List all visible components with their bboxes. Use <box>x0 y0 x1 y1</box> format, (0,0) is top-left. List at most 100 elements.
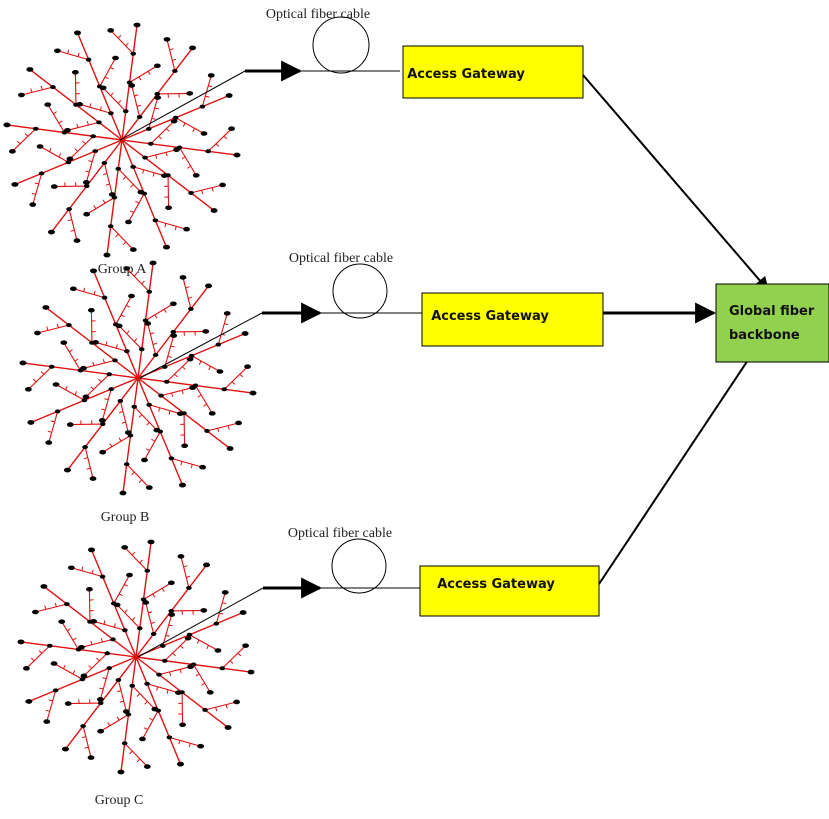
tree-sub-branch <box>181 556 189 587</box>
tree-sub-branch <box>134 407 157 430</box>
tree-tick <box>100 106 101 110</box>
tree-tick <box>134 338 137 341</box>
group-a-cluster <box>3 23 240 258</box>
tree-tick <box>68 220 72 221</box>
node <box>98 701 104 705</box>
tree-tick <box>139 480 142 483</box>
node <box>164 37 171 42</box>
node <box>106 666 112 670</box>
node <box>207 690 214 695</box>
node <box>219 183 226 188</box>
end-node <box>250 391 257 396</box>
tree-tick <box>209 366 211 370</box>
tree-sub-branch <box>83 726 91 757</box>
tree-sub-branch <box>127 464 150 487</box>
node <box>170 330 176 334</box>
tree-tick <box>87 468 91 469</box>
tree-sub-branch <box>168 175 169 207</box>
node <box>131 405 137 409</box>
node <box>146 127 152 131</box>
node <box>108 111 114 115</box>
node <box>125 430 132 435</box>
tree-tick <box>98 379 101 382</box>
tree-tick <box>157 687 158 691</box>
group-c-cluster <box>17 540 254 775</box>
tree-sub-branch <box>132 85 140 116</box>
node <box>244 364 251 369</box>
end-node <box>74 30 81 35</box>
tree-tick <box>132 552 135 555</box>
tree-tick <box>216 144 219 147</box>
node <box>32 610 39 615</box>
node <box>153 353 159 357</box>
backbone-box[interactable] <box>716 284 829 362</box>
node <box>158 394 164 398</box>
node <box>219 666 225 670</box>
global-fiber-backbone[interactable]: Global fiber backbone <box>716 284 829 362</box>
node <box>100 86 107 91</box>
end-node <box>134 23 141 28</box>
tree-sub-branch <box>146 304 174 321</box>
end-node <box>25 699 32 704</box>
node <box>74 238 81 243</box>
tree-tick <box>114 623 115 627</box>
tree-tick <box>103 359 104 363</box>
tree-sub-branch <box>67 122 98 130</box>
node <box>97 729 104 734</box>
node <box>187 633 193 637</box>
tree-tick <box>182 367 185 370</box>
tree-tick <box>146 449 150 451</box>
node <box>114 603 121 608</box>
tree-tick <box>110 443 112 446</box>
end-node <box>26 67 33 72</box>
tree-tick <box>219 613 223 614</box>
node <box>88 755 95 760</box>
group-b-cluster <box>19 261 256 496</box>
tree-tick <box>151 622 155 623</box>
node <box>66 323 72 327</box>
tree-sub-branch <box>167 359 190 382</box>
tree-sub-branch <box>54 186 86 187</box>
tree-sub-branch <box>57 51 88 60</box>
tree-tick <box>173 653 176 656</box>
node <box>142 156 148 160</box>
end-node <box>27 420 34 425</box>
node <box>154 92 160 96</box>
tree-tick <box>182 390 183 394</box>
tree-tick <box>73 670 75 674</box>
end-node <box>203 563 210 568</box>
node <box>216 343 222 347</box>
node <box>18 93 25 98</box>
tree-tick <box>119 438 121 441</box>
tree-tick <box>45 606 46 610</box>
tree-tick <box>85 747 89 748</box>
tree-sub-branch <box>171 458 202 467</box>
end-node <box>205 284 212 289</box>
tree-tick <box>148 71 150 74</box>
group-c-fiber-coil-icon <box>332 539 386 593</box>
tree-sub-branch <box>100 58 116 86</box>
node <box>60 340 67 345</box>
node <box>217 369 224 374</box>
node <box>43 719 50 724</box>
end-node <box>227 446 234 451</box>
node <box>130 165 136 169</box>
tree-sub-branch <box>176 118 204 134</box>
tree-tick <box>181 461 182 465</box>
tree-tick <box>123 177 126 180</box>
tree-tick <box>31 89 32 93</box>
tree-tick <box>182 157 185 159</box>
tree-sub-branch <box>142 711 158 739</box>
node <box>151 707 158 712</box>
node <box>108 224 114 228</box>
tree-tick <box>232 382 235 385</box>
tree-tick <box>67 629 70 631</box>
tree-sub-branch <box>62 622 79 650</box>
node <box>90 134 96 138</box>
node <box>47 644 53 648</box>
tree-tick <box>25 134 28 137</box>
tree-tick <box>82 567 83 571</box>
tree-tick <box>41 372 44 375</box>
